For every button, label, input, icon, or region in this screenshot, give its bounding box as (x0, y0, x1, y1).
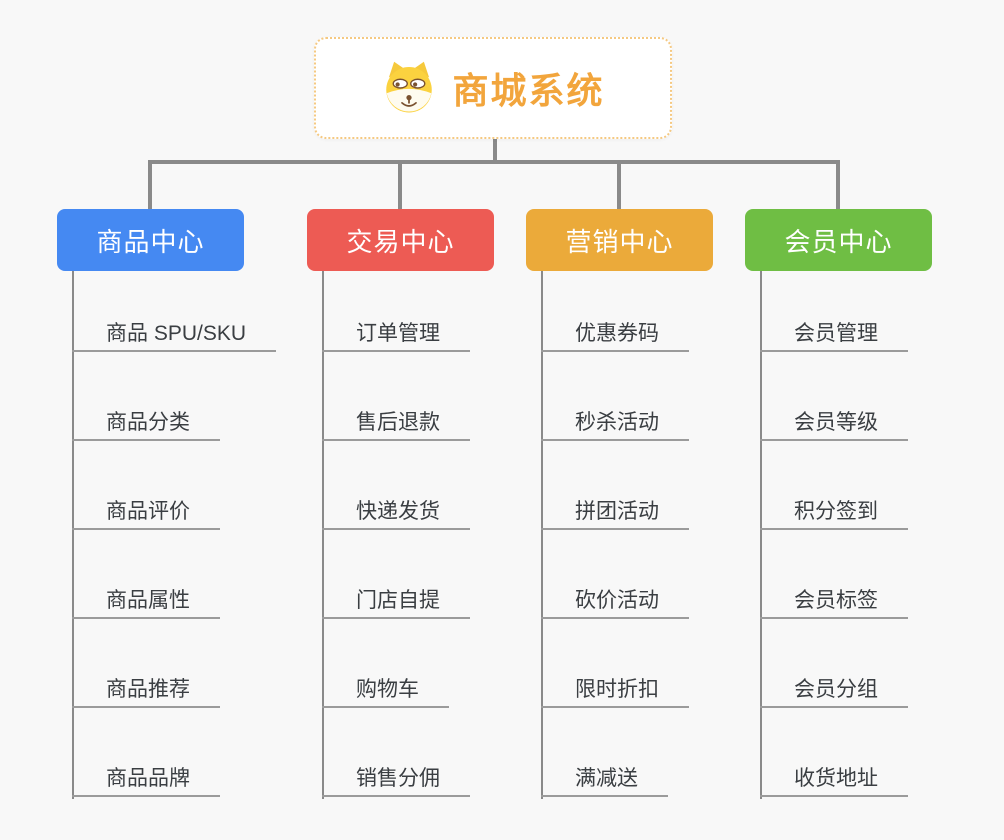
branch-item[interactable]: 限时折扣 (541, 672, 689, 708)
branch-item[interactable]: 秒杀活动 (541, 405, 689, 441)
branch-item[interactable]: 售后退款 (322, 405, 470, 441)
branch-item[interactable]: 商品推荐 (72, 672, 220, 708)
branch-item[interactable]: 拼团活动 (541, 494, 689, 530)
branch-trunk-line (72, 271, 74, 799)
branch-bus-line (148, 160, 840, 164)
branch-item[interactable]: 优惠券码 (541, 316, 689, 352)
branch-item[interactable]: 销售分佣 (322, 761, 470, 797)
branch-item[interactable]: 会员分组 (760, 672, 908, 708)
dog-face-icon (381, 60, 437, 116)
branch-header-product-center[interactable]: 商品中心 (57, 209, 244, 271)
branch-item[interactable]: 会员等级 (760, 405, 908, 441)
branch-item[interactable]: 门店自提 (322, 583, 470, 619)
branch-drop-line (398, 162, 402, 209)
branch-header-marketing-center[interactable]: 营销中心 (526, 209, 713, 271)
branch-item[interactable]: 商品分类 (72, 405, 220, 441)
branch-item[interactable]: 积分签到 (760, 494, 908, 530)
branch-drop-line (836, 162, 840, 209)
branch-trunk-line (760, 271, 762, 799)
branch-item[interactable]: 快递发货 (322, 494, 470, 530)
branch-header-trade-center[interactable]: 交易中心 (307, 209, 494, 271)
branch-marketing-center: 营销中心 优惠券码秒杀活动拼团活动砍价活动限时折扣满减送 (526, 209, 713, 809)
branch-member-center: 会员中心 会员管理会员等级积分签到会员标签会员分组收货地址 (745, 209, 932, 809)
root-connector-line (493, 139, 497, 163)
branch-product-center: 商品中心 商品 SPU/SKU 商品分类商品评价商品属性商品推荐商品品牌 (57, 209, 277, 809)
branch-trunk-line (322, 271, 324, 799)
branch-item[interactable]: 商品 SPU/SKU (72, 316, 277, 352)
root-node[interactable]: 商城系统 (314, 37, 672, 139)
branch-drop-line (617, 162, 621, 209)
branch-item[interactable]: 会员标签 (760, 583, 908, 619)
branch-header-member-center[interactable]: 会员中心 (745, 209, 932, 271)
root-title: 商城系统 (452, 70, 605, 111)
branch-item[interactable]: 购物车 (322, 672, 449, 708)
branch-trunk-line (541, 271, 543, 799)
branch-item[interactable]: 砍价活动 (541, 583, 689, 619)
branch-item[interactable]: 会员管理 (760, 316, 908, 352)
branch-item[interactable]: 商品品牌 (72, 761, 220, 797)
branch-item[interactable]: 商品评价 (72, 494, 220, 530)
branch-drop-line (148, 162, 152, 209)
branch-item[interactable]: 订单管理 (322, 316, 470, 352)
branch-trade-center: 交易中心 订单管理售后退款快递发货门店自提购物车销售分佣 (307, 209, 494, 809)
branch-item[interactable]: 满减送 (541, 761, 668, 797)
branch-item[interactable]: 商品属性 (72, 583, 220, 619)
branch-item-list: 优惠券码秒杀活动拼团活动砍价活动限时折扣满减送 (526, 209, 713, 809)
branch-item[interactable]: 收货地址 (760, 761, 908, 797)
branch-item-list: 会员管理会员等级积分签到会员标签会员分组收货地址 (745, 209, 932, 809)
branch-item-list: 商品 SPU/SKU 商品分类商品评价商品属性商品推荐商品品牌 (57, 209, 277, 809)
branch-item-list: 订单管理售后退款快递发货门店自提购物车销售分佣 (307, 209, 494, 809)
